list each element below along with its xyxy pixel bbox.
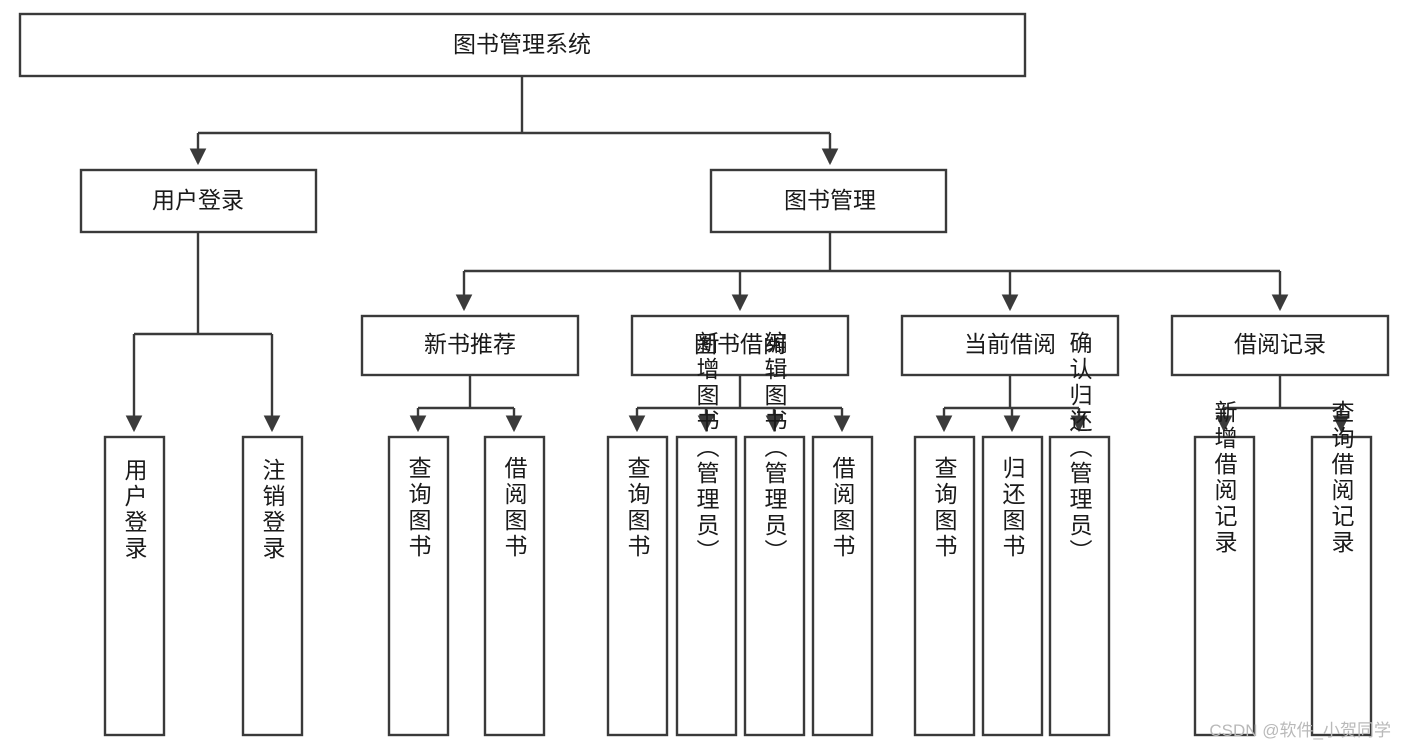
leaf-box[interactable] [483, 435, 546, 737]
node-book-manage-label: 图书管理 [784, 187, 876, 213]
edges-root-to-level2 [189, 76, 839, 166]
node-user-login-label: 用户登录 [152, 187, 244, 213]
node-new-book-recommend-box[interactable] [360, 314, 580, 377]
leaf-box[interactable] [811, 435, 874, 737]
leaf-box[interactable] [606, 435, 669, 737]
leaf-current-borrow-2[interactable]: 归还图书 [981, 435, 1044, 737]
leaf-label: 归还图书 [999, 456, 1026, 560]
leaf-box[interactable] [241, 435, 304, 737]
node-book-manage-box[interactable] [709, 168, 948, 234]
leaf-label: 注销登录 [259, 458, 286, 562]
leaf-label: 查询图书 [931, 456, 958, 560]
leaf-borrow-record-2[interactable]: 查询借阅记录 [1310, 400, 1373, 737]
leaf-label: 确认归还（管理员） [1066, 331, 1093, 565]
leaf-book-borrow-2[interactable]: 新增图书（管理员） [675, 331, 738, 737]
leaf-box[interactable] [103, 435, 166, 737]
leaf-user-login-1[interactable]: 用户登录 [103, 435, 166, 737]
node-user-login[interactable]: 用户登录 [79, 168, 318, 234]
watermark-text: CSDN @软件_小贺同学 [1209, 721, 1391, 740]
leaf-borrow-record-1[interactable]: 新增借阅记录 [1193, 400, 1256, 737]
node-book-borrow[interactable]: 图书借阅 [630, 314, 850, 377]
leaf-box[interactable] [743, 435, 806, 737]
node-borrow-record-label: 借阅记录 [1234, 331, 1326, 357]
node-root-system[interactable]: 图书管理系统 [18, 12, 1027, 78]
node-book-manage[interactable]: 图书管理 [709, 168, 948, 234]
leaf-book-borrow-1[interactable]: 查询图书 [606, 435, 669, 737]
leaf-current-borrow-3[interactable]: 确认归还（管理员） [1048, 331, 1111, 737]
leaf-box[interactable] [1310, 435, 1373, 737]
node-new-book-recommend[interactable]: 新书推荐 [360, 314, 580, 377]
node-new-book-recommend-label: 新书推荐 [424, 331, 516, 357]
leaf-label: 新增借阅记录 [1211, 400, 1238, 556]
node-root-label: 图书管理系统 [453, 31, 591, 57]
leaf-label: 查询借阅记录 [1328, 400, 1355, 556]
leaf-box[interactable] [675, 435, 738, 737]
node-book-borrow-box[interactable] [630, 314, 850, 377]
edges-book-manage-to-level3 [455, 232, 1289, 312]
node-book-borrow-label: 图书借阅 [694, 331, 786, 357]
leaf-box[interactable] [913, 435, 976, 737]
edges-borrow-record-to-leaves [1215, 375, 1350, 433]
leaf-label: 借阅图书 [829, 456, 856, 560]
leaf-new-book-2[interactable]: 借阅图书 [483, 435, 546, 737]
leaf-label: 借阅图书 [501, 456, 528, 560]
leaf-box[interactable] [981, 435, 1044, 737]
leaf-box[interactable] [387, 435, 450, 737]
leaf-book-borrow-3[interactable]: 编辑图书（管理员） [743, 331, 806, 737]
leaf-label: 查询图书 [624, 456, 651, 560]
leaf-box[interactable] [1193, 435, 1256, 737]
leaf-user-login-2[interactable]: 注销登录 [241, 435, 304, 737]
node-current-borrow[interactable]: 当前借阅 [900, 314, 1120, 377]
edges-current-borrow-to-leaves [935, 375, 1088, 433]
leaf-box[interactable] [1048, 435, 1111, 737]
leaf-current-borrow-1[interactable]: 查询图书 [913, 435, 976, 737]
edges-book-borrow-to-leaves [628, 375, 851, 433]
leaf-label: 用户登录 [121, 458, 148, 562]
leaf-book-borrow-4[interactable]: 借阅图书 [811, 435, 874, 737]
leaf-new-book-1[interactable]: 查询图书 [387, 435, 450, 737]
node-current-borrow-label: 当前借阅 [964, 331, 1056, 357]
edges-new-book-to-leaves [409, 375, 523, 433]
node-user-login-box[interactable] [79, 168, 318, 234]
edges-user-login-to-leaves [125, 232, 281, 433]
node-root-box[interactable] [18, 12, 1027, 78]
leaf-label: 编辑图书（管理员） [761, 331, 788, 565]
leaf-label: 查询图书 [405, 456, 432, 560]
leaf-label: 新增图书（管理员） [693, 331, 720, 565]
node-borrow-record-box[interactable] [1170, 314, 1390, 377]
node-current-borrow-box[interactable] [900, 314, 1120, 377]
node-borrow-record[interactable]: 借阅记录 [1170, 314, 1390, 377]
